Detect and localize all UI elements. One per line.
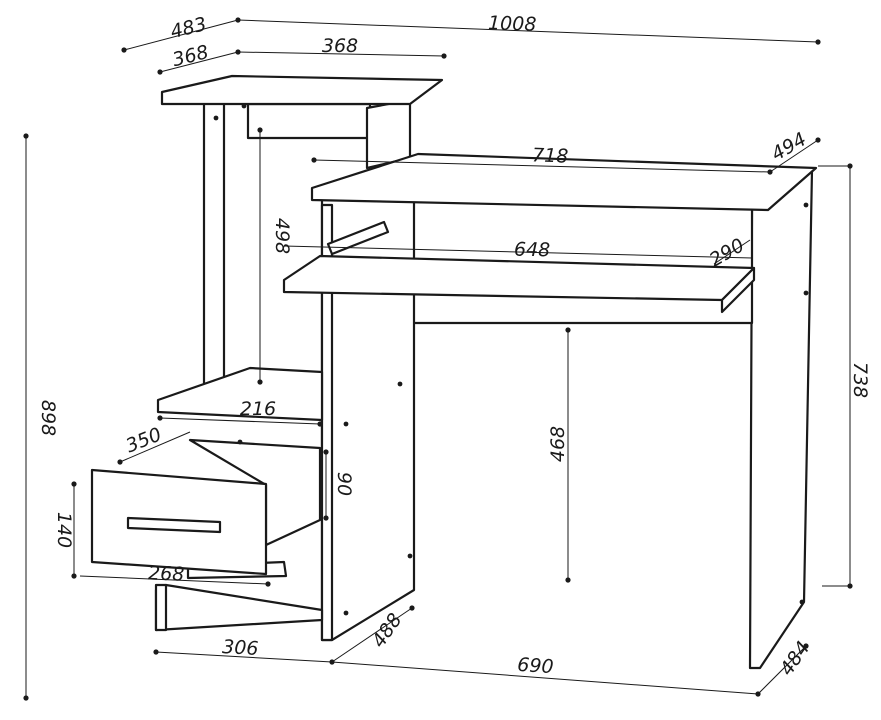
desk-right-side — [748, 168, 814, 670]
label-drawer-inner-height: 90 — [333, 472, 355, 496]
keyboard-tray-edge — [720, 266, 756, 314]
dimension-ends — [23, 17, 853, 701]
label-drawer-width: 216 — [240, 398, 276, 420]
label-knee-height: 468 — [547, 426, 569, 462]
label-desk-top-width: 718 — [532, 144, 569, 167]
label-base-width: 690 — [517, 654, 555, 678]
label-leg-depth: 484 — [776, 637, 815, 679]
label-top-depth: 483 — [168, 13, 209, 43]
drawer-side — [188, 438, 322, 547]
middle-shelf — [156, 366, 324, 422]
label-total-width: 1008 — [488, 12, 537, 36]
top-shelf-board — [160, 74, 444, 106]
keyboard-rail — [326, 220, 390, 256]
drawer-handle[interactable] — [126, 516, 222, 534]
label-keyboard-width: 648 — [514, 239, 551, 262]
label-shelf-width: 368 — [322, 35, 358, 57]
shelf-left-post — [202, 101, 226, 390]
drawer — [90, 438, 322, 580]
pedestal-base — [154, 583, 324, 632]
dimension-labels: 483 1008 368 368 718 494 498 648 290 898… — [37, 12, 871, 680]
label-desk-height: 738 — [849, 362, 871, 398]
label-drawer-front-height: 140 — [53, 512, 75, 548]
label-shelf-depth: 368 — [170, 41, 211, 71]
desk-top — [310, 152, 818, 212]
shelf-back-panel — [246, 102, 372, 140]
label-total-height: 898 — [37, 400, 59, 436]
upper-shelf-unit — [160, 74, 444, 390]
fixing-holes — [213, 103, 809, 616]
dimension-lines — [25, 19, 851, 698]
label-drawer-front-width: 268 — [148, 562, 185, 585]
label-shelf-height: 498 — [271, 218, 293, 254]
desk-body — [154, 152, 818, 670]
label-pedestal-width: 306 — [222, 636, 259, 660]
pedestal-base-foot — [154, 583, 168, 632]
